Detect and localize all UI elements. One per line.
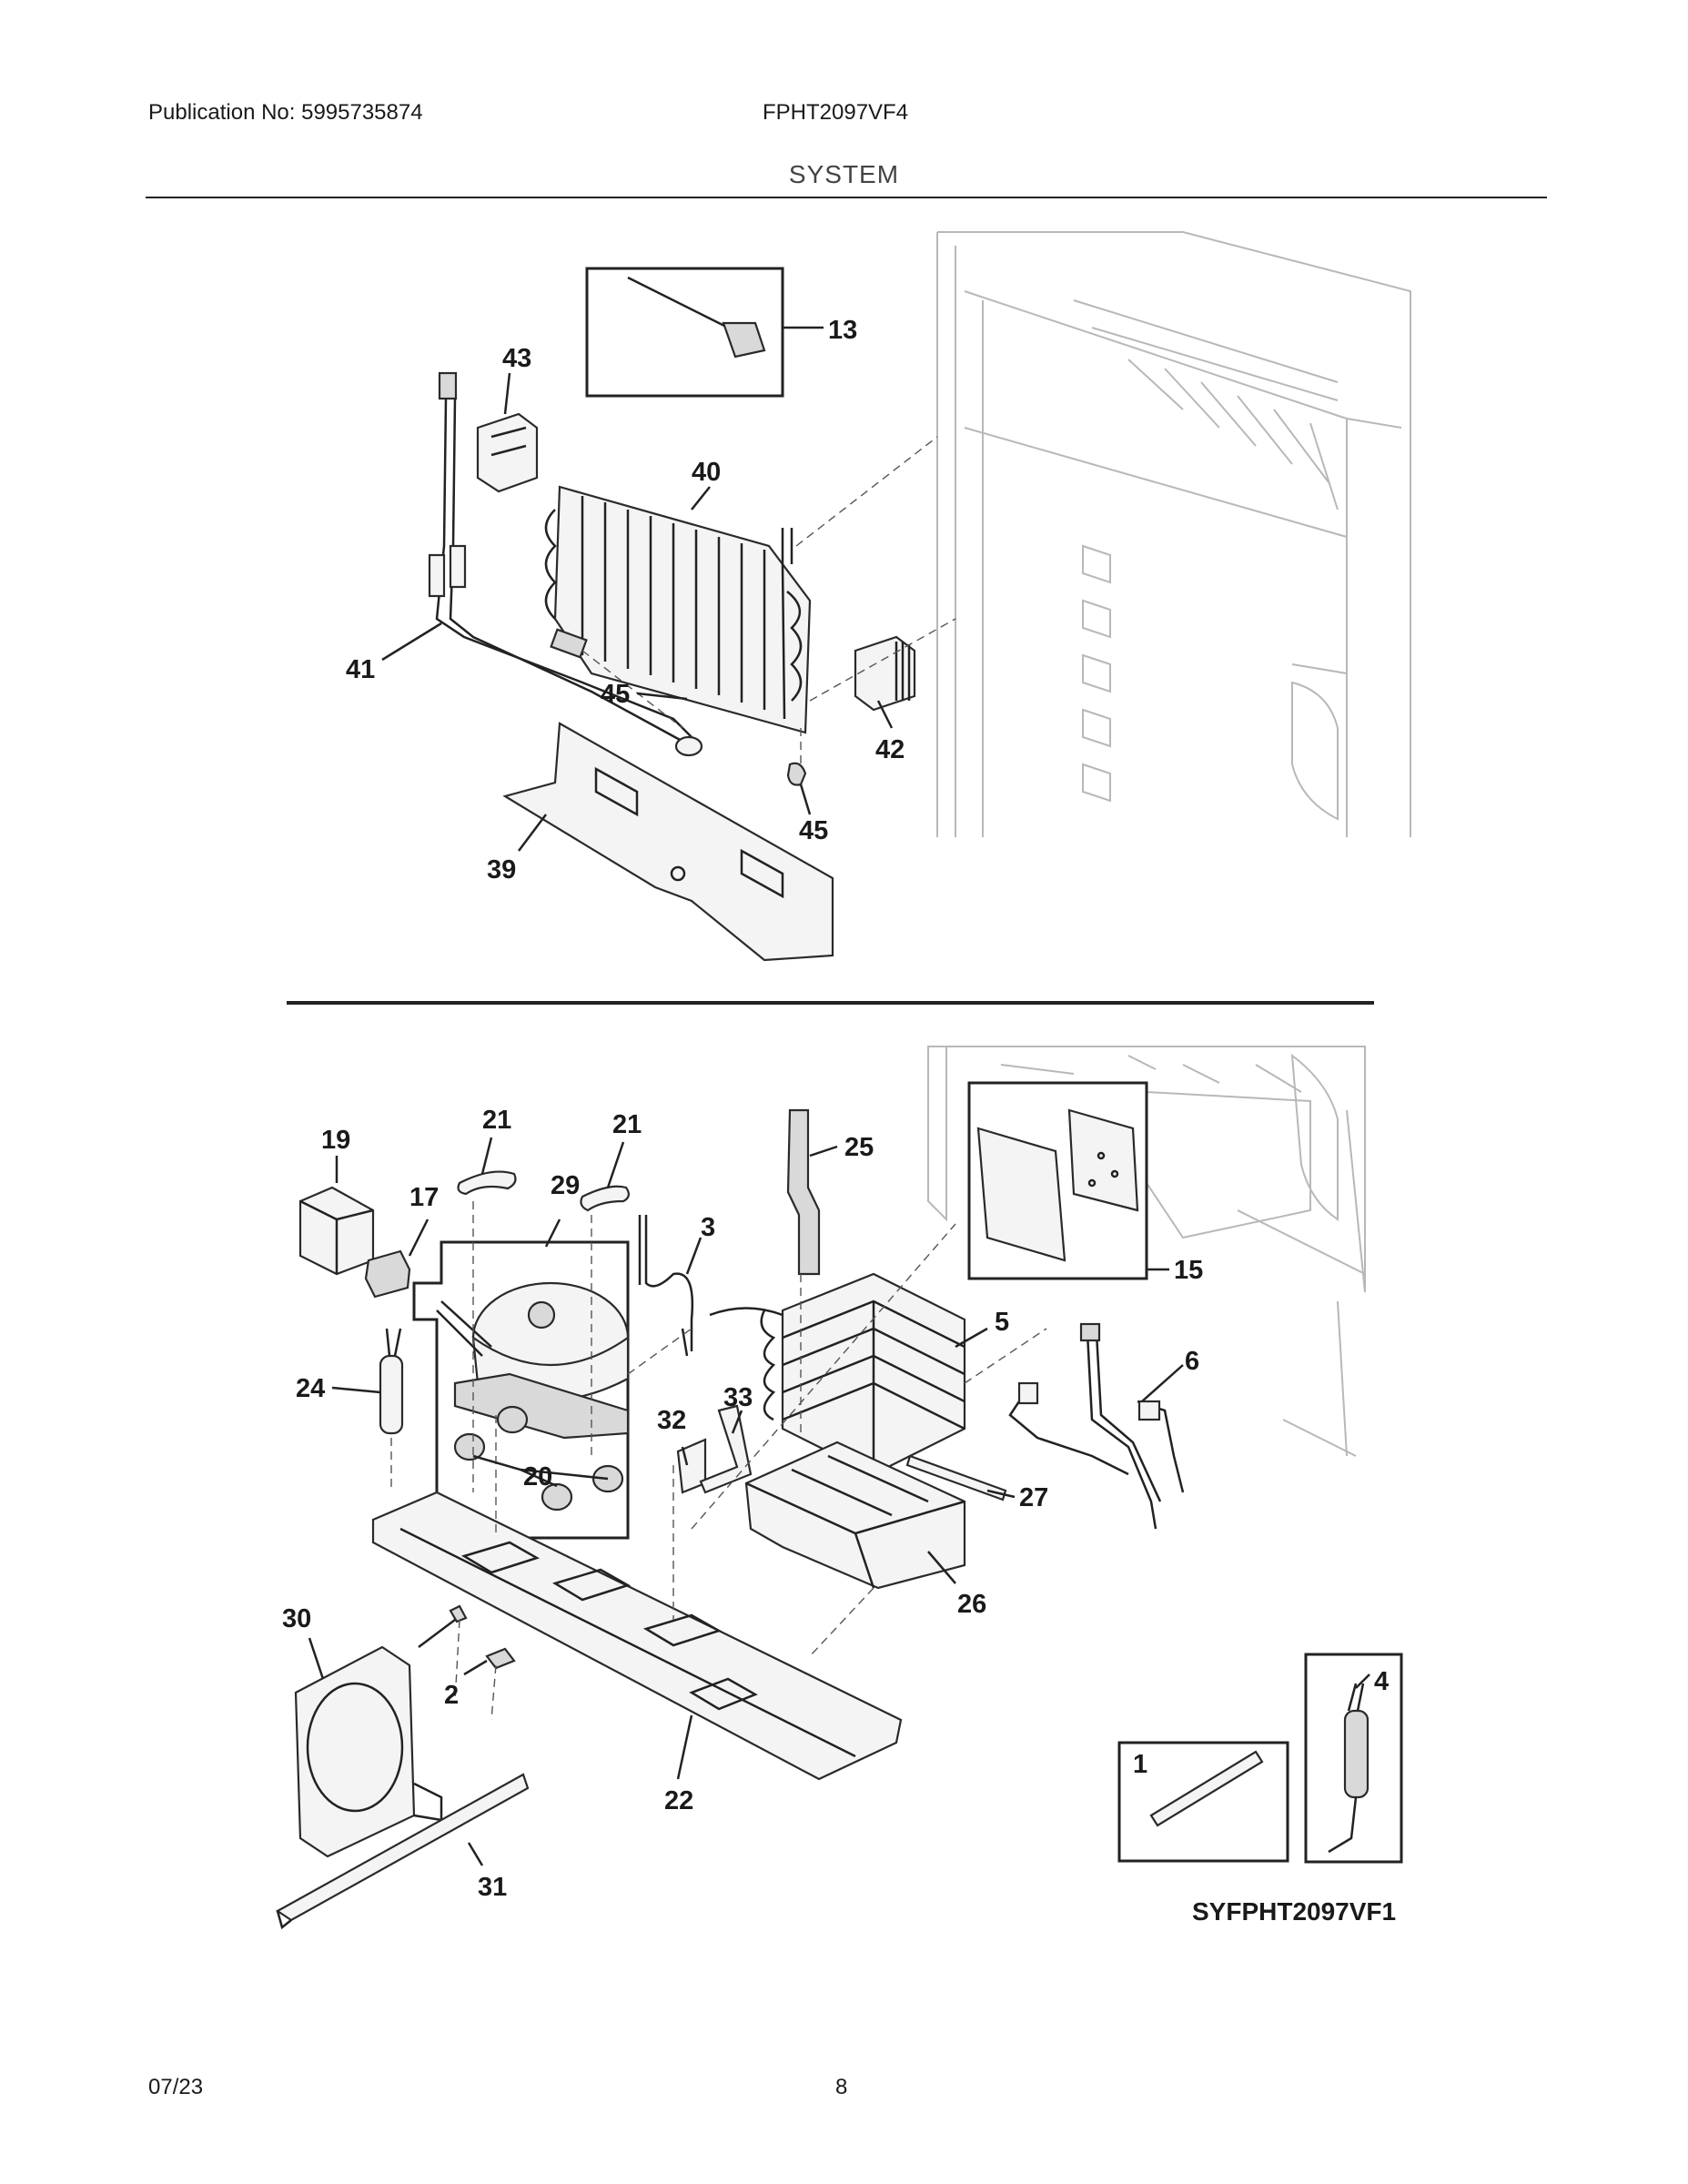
harness-6 <box>1008 1322 1185 1530</box>
callout-4: 4 <box>1374 1667 1389 1696</box>
callout-19: 19 <box>321 1126 350 1155</box>
callout-30: 30 <box>282 1604 311 1633</box>
bracket-33 <box>699 1404 753 1494</box>
callout-42: 42 <box>875 735 905 764</box>
page-number: 8 <box>835 2075 848 2099</box>
item-15-inset <box>967 1081 1148 1280</box>
evaporator-cover-39 <box>502 722 834 962</box>
callout-1: 1 <box>1133 1750 1147 1779</box>
condenser-5 <box>709 1272 966 1476</box>
item-1-inset <box>1117 1741 1289 1863</box>
strap-21-left <box>457 1170 517 1196</box>
fan-shroud-30 <box>294 1604 468 1858</box>
drain-tube-25 <box>786 1108 821 1276</box>
grommet-45-upper <box>550 628 588 659</box>
callout-13: 13 <box>828 316 857 345</box>
drain-pan-26 <box>744 1441 966 1590</box>
leaders-bottom <box>308 1137 1370 1866</box>
evaporator-40 <box>544 485 812 734</box>
callout-32: 32 <box>657 1406 686 1435</box>
cabinet-outline-bottom <box>927 1046 1366 1457</box>
callout-26: 26 <box>957 1590 986 1619</box>
callout-27: 27 <box>1019 1483 1048 1512</box>
tube-3 <box>638 1215 693 1357</box>
callout-20: 20 <box>523 1462 552 1491</box>
callout-25: 25 <box>844 1133 874 1162</box>
callout-22: 22 <box>664 1786 693 1815</box>
callout-31: 31 <box>478 1873 507 1902</box>
overload-17 <box>364 1249 411 1299</box>
rod-27 <box>905 1454 1007 1502</box>
relay-19 <box>298 1186 375 1276</box>
callout-29: 29 <box>551 1171 580 1200</box>
callout-40: 40 <box>692 458 721 487</box>
rail-31 <box>275 1773 530 1930</box>
section-title: SYSTEM <box>788 160 900 188</box>
diagram-code: SYFPHT2097VF1 <box>1192 1897 1397 1926</box>
cabinet-outline-top <box>936 231 1411 837</box>
wire-harness-41 <box>428 371 703 757</box>
grommet-45-lower <box>786 762 807 786</box>
model-number: FPHT2097VF4 <box>763 100 909 125</box>
callout-39: 39 <box>487 855 516 885</box>
callout-15: 15 <box>1174 1256 1203 1285</box>
section-divider <box>287 1001 1374 1005</box>
callout-33: 33 <box>723 1383 753 1412</box>
callout-21-left: 21 <box>482 1106 511 1135</box>
callout-6: 6 <box>1185 1347 1199 1376</box>
header-divider <box>146 197 1547 198</box>
defrost-timer-43 <box>476 412 539 493</box>
leaders-top <box>381 326 894 852</box>
callout-21-right: 21 <box>612 1110 642 1139</box>
assembly-guides-bottom <box>390 1201 1047 1721</box>
callout-24: 24 <box>296 1374 325 1403</box>
item-13-inset <box>585 267 784 398</box>
callout-41: 41 <box>346 655 375 684</box>
base-rail-22 <box>371 1491 903 1781</box>
callout-43: 43 <box>502 344 531 373</box>
compressor-inset-29 <box>412 1240 630 1540</box>
callout-17: 17 <box>409 1183 439 1212</box>
callout-3: 3 <box>701 1213 715 1242</box>
strap-21-right <box>580 1185 630 1212</box>
publication-number: Publication No: 5995735874 <box>148 100 423 125</box>
callout-2: 2 <box>444 1681 459 1710</box>
footer-date: 07/23 <box>148 2075 204 2099</box>
thermostat-42 <box>854 635 916 712</box>
callout-45-lower: 45 <box>799 816 828 845</box>
item-4-inset <box>1304 1653 1403 1864</box>
assembly-guides-top <box>581 436 956 764</box>
callout-45-upper: 45 <box>601 680 630 709</box>
drier-24 <box>379 1328 404 1435</box>
callout-5: 5 <box>995 1308 1009 1337</box>
part-2 <box>485 1647 516 1670</box>
